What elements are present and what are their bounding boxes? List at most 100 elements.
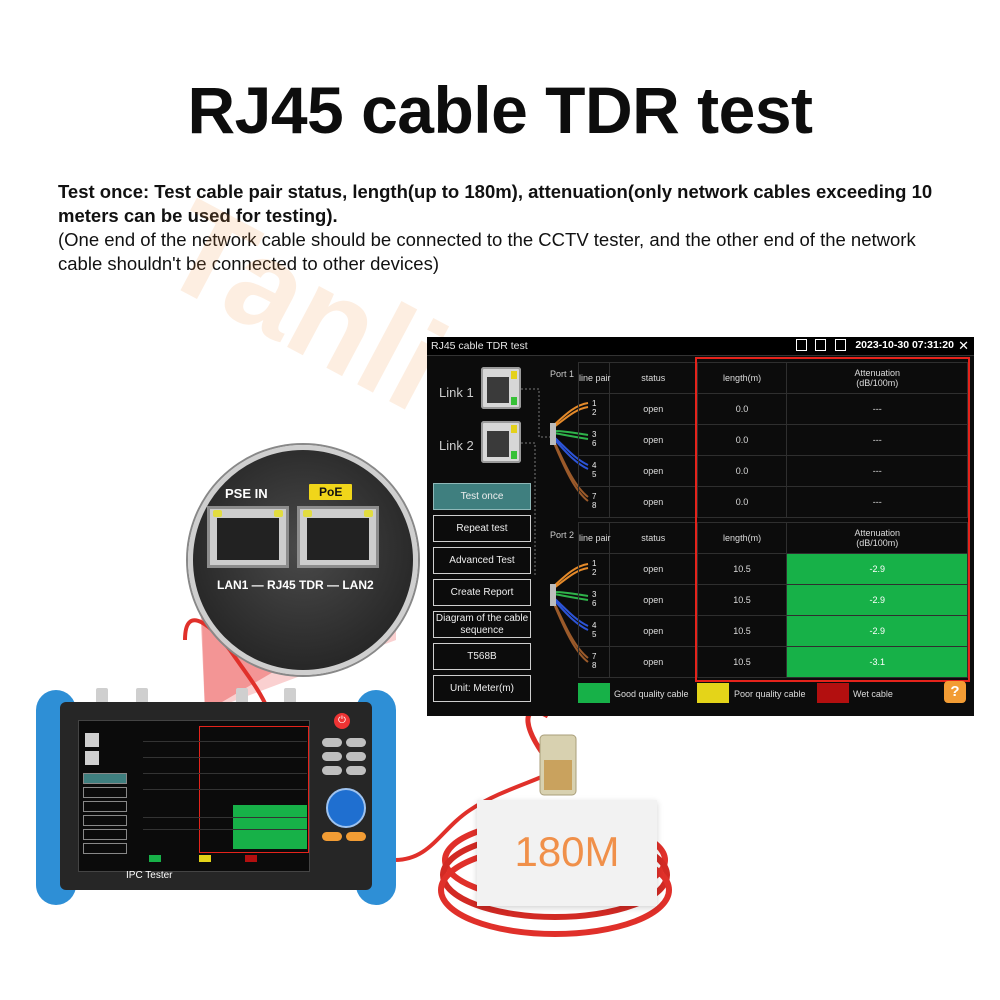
tester-screen: RJ45 cable TDR test 2023-10-30 07:31:20 … bbox=[427, 337, 974, 716]
mini-green-block bbox=[233, 805, 307, 849]
port-1-label: Port 1 bbox=[550, 369, 575, 379]
connector-lines bbox=[521, 388, 550, 577]
line-pair-header: line pair bbox=[579, 533, 611, 543]
device-key[interactable] bbox=[322, 752, 342, 761]
test-once-button[interactable]: Test once bbox=[433, 483, 531, 510]
col-line-pair bbox=[578, 362, 610, 394]
rj45-jack-icon bbox=[481, 421, 521, 463]
device-brand: IPC Tester bbox=[126, 870, 173, 881]
port-1-table: status length(m) Attenuation(dB/100m) op… bbox=[578, 362, 968, 518]
length-cell: 10.5 bbox=[696, 646, 788, 678]
port-2-table: status length(m) Attenuation(dB/100m) op… bbox=[578, 522, 968, 678]
mini-button bbox=[83, 773, 127, 784]
mini-button bbox=[83, 787, 127, 798]
col-status: status bbox=[608, 522, 698, 554]
length-cell: 10.5 bbox=[696, 615, 788, 647]
port-zoom: PSE IN PoE LAN1 — RJ45 TDR — LAN2 bbox=[188, 445, 418, 675]
camera-icon bbox=[835, 339, 847, 352]
legend-good-label: Good quality cable bbox=[614, 689, 689, 699]
length-cell: 0.0 bbox=[696, 455, 788, 487]
mini-button bbox=[83, 843, 127, 854]
device-key[interactable] bbox=[346, 752, 366, 761]
device-key[interactable] bbox=[322, 832, 342, 841]
legend-poor-label: Poor quality cable bbox=[734, 689, 806, 699]
link-1-label: Link 1 bbox=[439, 385, 474, 400]
status-cell: open bbox=[608, 615, 698, 647]
legend-wet-label: Wet cable bbox=[853, 689, 893, 699]
attenuation-cell: --- bbox=[786, 393, 968, 425]
cable-length-value: 180M bbox=[514, 828, 620, 875]
cable-length-tag: 180M bbox=[477, 800, 657, 906]
device-key[interactable] bbox=[322, 766, 342, 775]
lan1-port-icon bbox=[207, 506, 289, 568]
help-icon[interactable]: ? bbox=[944, 681, 966, 703]
mini-jack-icon bbox=[85, 733, 99, 747]
lan-label: LAN1 — RJ45 TDR — LAN2 bbox=[217, 578, 374, 592]
attenuation-cell: -2.9 bbox=[786, 553, 968, 585]
status-cell: open bbox=[608, 486, 698, 518]
port-2-label: Port 2 bbox=[550, 530, 575, 540]
pse-in-label: PSE IN bbox=[225, 486, 268, 501]
attenuation-cell: --- bbox=[786, 455, 968, 487]
attenuation-cell: -2.9 bbox=[786, 615, 968, 647]
legend-poor-swatch bbox=[697, 683, 729, 703]
line-pair-header: line pair bbox=[579, 373, 611, 383]
no-network-icon bbox=[815, 339, 827, 352]
bnc-connector-icon bbox=[96, 688, 108, 706]
attenuation-cell: --- bbox=[786, 486, 968, 518]
status-cell: open bbox=[608, 553, 698, 585]
headline: RJ45 cable TDR test bbox=[187, 73, 813, 147]
device-key[interactable] bbox=[346, 832, 366, 841]
bnc-connector-icon bbox=[136, 688, 148, 706]
mini-jack-icon bbox=[85, 751, 99, 765]
col-attenuation: Attenuation(dB/100m) bbox=[786, 522, 968, 554]
legend-wet-swatch bbox=[817, 683, 849, 703]
status-cell: open bbox=[608, 393, 698, 425]
status-cell: open bbox=[608, 646, 698, 678]
status-area: 2023-10-30 07:31:20 bbox=[795, 339, 954, 352]
length-cell: 10.5 bbox=[696, 584, 788, 616]
close-icon[interactable]: ✕ bbox=[958, 338, 969, 353]
cable-sequence-diagram-button[interactable]: Diagram of the cable sequence bbox=[433, 611, 531, 638]
poe-label: PoE bbox=[309, 484, 353, 500]
t568b-button[interactable]: T568B bbox=[433, 643, 531, 670]
mini-button bbox=[83, 801, 127, 812]
length-cell: 0.0 bbox=[696, 393, 788, 425]
link-2-label: Link 2 bbox=[439, 438, 474, 453]
title-bar: RJ45 cable TDR test 2023-10-30 07:31:20 … bbox=[427, 337, 974, 356]
col-length: length(m) bbox=[696, 522, 788, 554]
device-mini-screen bbox=[78, 720, 310, 872]
bnc-connector-icon bbox=[236, 688, 248, 706]
dpad-icon[interactable] bbox=[326, 788, 366, 828]
repeat-test-button[interactable]: Repeat test bbox=[433, 515, 531, 542]
device-key[interactable] bbox=[346, 766, 366, 775]
ipc-tester-device: IPC Tester ⏻ bbox=[36, 680, 396, 910]
description-note: (One end of the network cable should be … bbox=[58, 229, 916, 274]
power-icon[interactable]: ⏻ bbox=[334, 713, 350, 729]
legend-good-swatch bbox=[578, 683, 610, 703]
unit-button[interactable]: Unit: Meter(m) bbox=[433, 675, 531, 702]
rj45-jack-icon bbox=[481, 367, 521, 409]
attenuation-cell: -2.9 bbox=[786, 584, 968, 616]
status-cell: open bbox=[608, 424, 698, 456]
create-report-button[interactable]: Create Report bbox=[433, 579, 531, 606]
mini-button bbox=[83, 815, 127, 826]
length-cell: 0.0 bbox=[696, 486, 788, 518]
bnc-connector-icon bbox=[284, 688, 296, 706]
device-key[interactable] bbox=[346, 738, 366, 747]
col-length: length(m) bbox=[696, 362, 788, 394]
length-cell: 0.0 bbox=[696, 424, 788, 456]
screen-title: RJ45 cable TDR test bbox=[431, 340, 528, 352]
length-cell: 10.5 bbox=[696, 553, 788, 585]
sd-card-icon bbox=[795, 339, 807, 352]
advanced-test-button[interactable]: Advanced Test bbox=[433, 547, 531, 574]
status-cell: open bbox=[608, 455, 698, 487]
col-status: status bbox=[608, 362, 698, 394]
device-key[interactable] bbox=[322, 738, 342, 747]
